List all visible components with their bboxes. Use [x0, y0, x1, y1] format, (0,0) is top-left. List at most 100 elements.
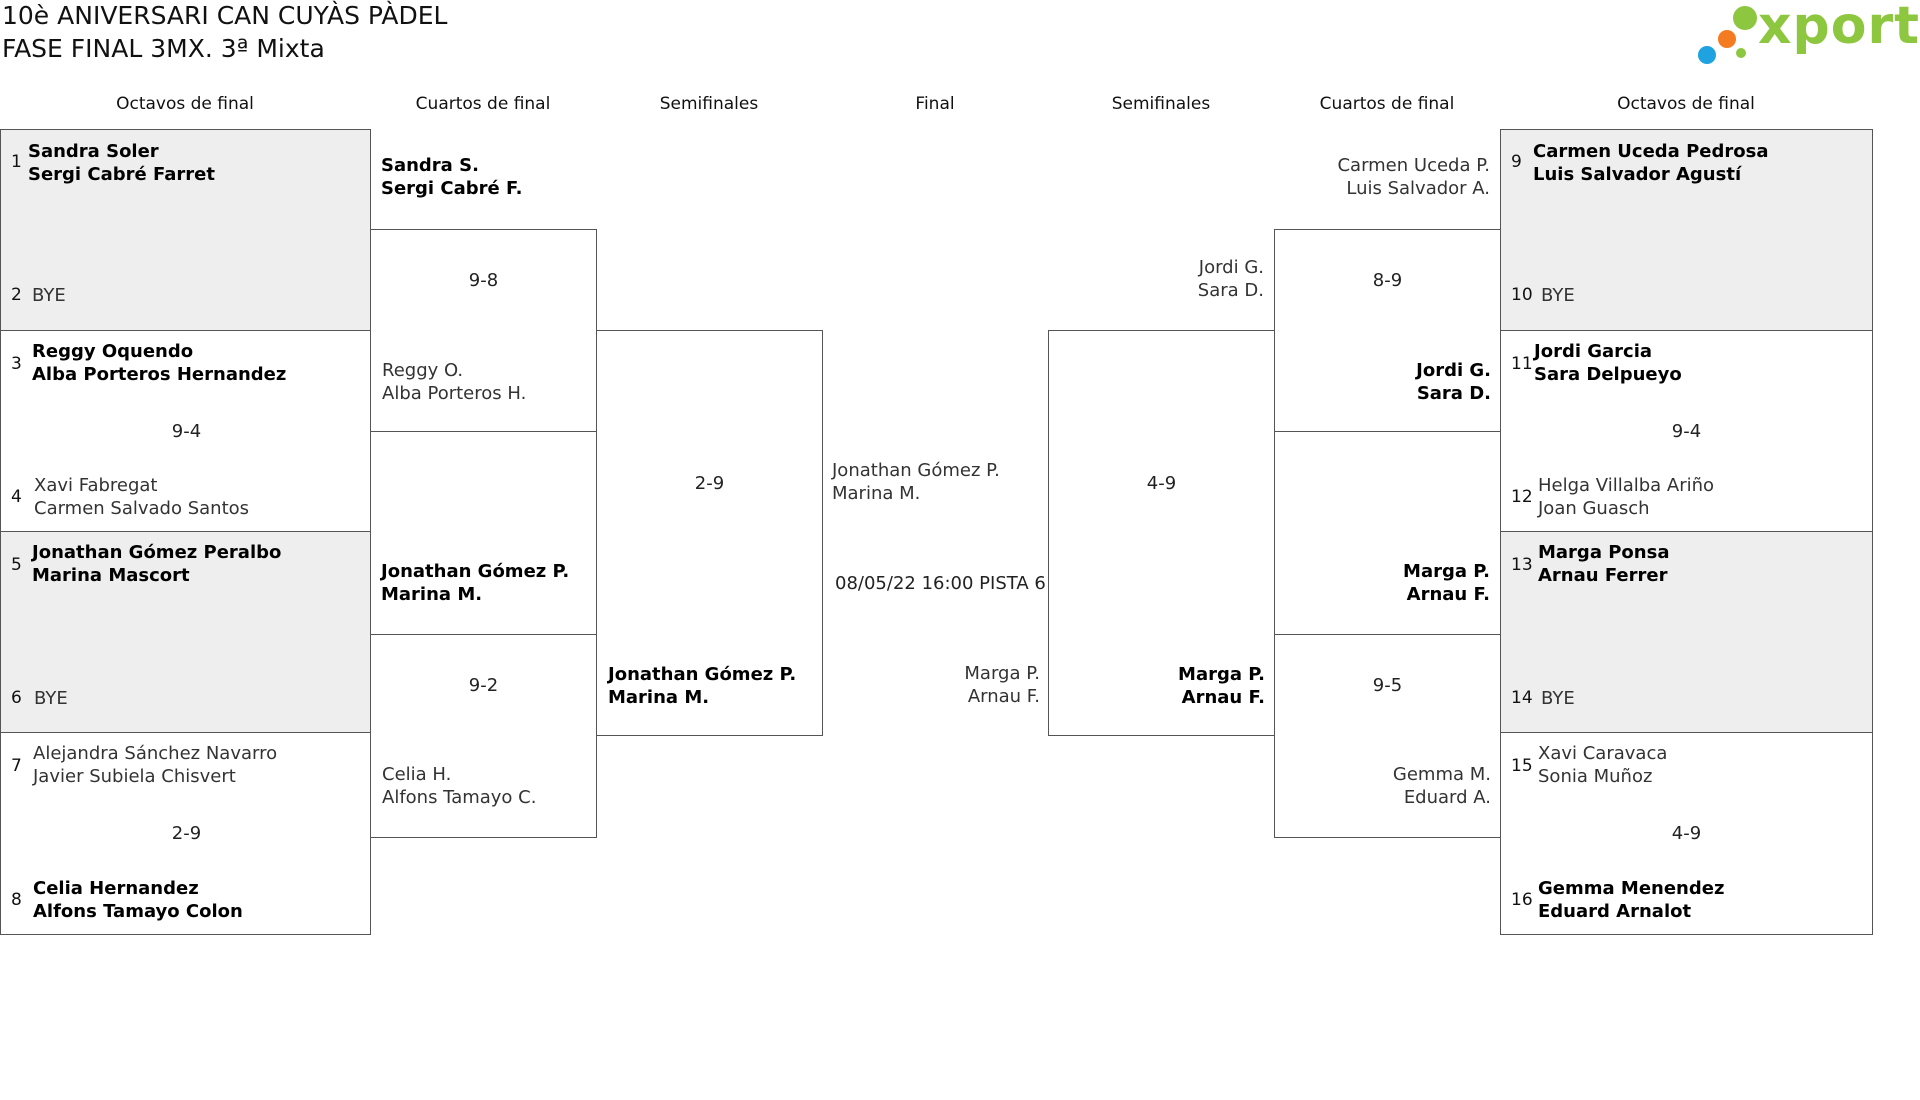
player-name: Marga P.	[1178, 664, 1265, 685]
seed-number: 6	[11, 688, 22, 708]
header-right-sf: Semifinales	[1111, 94, 1211, 114]
team-bottom: Celia H. Alfons Tamayo C.	[382, 763, 536, 809]
player-name: Sandra S.	[381, 155, 479, 176]
bye-label: BYE	[34, 688, 68, 709]
match-score: 4-9	[1671, 823, 1702, 844]
logo-wordmark: xporty	[1758, 0, 1920, 56]
qf-left-match-2: 9-2 Celia H. Alfons Tamayo C.	[370, 634, 597, 838]
tournament-title: 10è ANIVERSARI CAN CUYÀS PÀDEL	[2, 1, 448, 30]
header-final: Final	[915, 94, 955, 114]
player-name: Luis Salvador Agustí	[1533, 164, 1742, 185]
match-score: 9-2	[468, 675, 499, 696]
logo-dot-green-small	[1736, 48, 1746, 58]
team-bottom: Jonathan Gómez P. Marina M.	[608, 663, 796, 709]
team-top: Carmen Uceda Pedrosa Luis Salvador Agust…	[1533, 140, 1768, 186]
qf-left-1-team-top: Sandra S. Sergi Cabré F.	[381, 154, 522, 200]
player-name: Joan Guasch	[1538, 498, 1650, 519]
bye-label: BYE	[1541, 285, 1575, 306]
match-score: 2-9	[694, 473, 725, 494]
player-name: Sergi Cabré Farret	[28, 164, 215, 185]
bye-label: BYE	[1541, 688, 1575, 709]
player-name: Jordi Garcia	[1534, 341, 1653, 362]
sf-right-team-top: Jordi G. Sara D.	[1048, 256, 1264, 302]
r16-right-match-2: 11 Jordi Garcia Sara Delpueyo 9-4 12 Hel…	[1500, 330, 1873, 532]
player-name: Alfons Tamayo C.	[382, 787, 537, 808]
seed-number: 15	[1511, 756, 1533, 776]
team-top: Marga Ponsa Arnau Ferrer	[1538, 541, 1669, 587]
match-score: 9-4	[171, 421, 202, 442]
qf-left-2-team-top: Jonathan Gómez P. Marina M.	[381, 560, 569, 606]
player-name: Arnau F.	[1406, 584, 1490, 605]
player-name: Javier Subiela Chisvert	[33, 766, 236, 787]
bye-label: BYE	[32, 285, 66, 306]
player-name: Eduard A.	[1403, 787, 1491, 808]
player-name: Sara D.	[1197, 280, 1264, 301]
player-name: Marga P.	[964, 663, 1040, 684]
team-bottom: Xavi Fabregat Carmen Salvado Santos	[34, 474, 249, 520]
player-name: Alba Porteros Hernandez	[32, 364, 287, 385]
seed-number: 12	[1511, 487, 1533, 507]
header-right-r16: Octavos de final	[1617, 94, 1755, 114]
player-name: Carmen Salvado Santos	[34, 498, 250, 519]
player-name: Jordi G.	[1198, 257, 1264, 278]
seed-number: 9	[1511, 152, 1522, 172]
player-name: Celia Hernandez	[33, 878, 199, 899]
match-score: 9-5	[1372, 675, 1403, 696]
team-bottom: Jordi G. Sara D.	[1275, 359, 1491, 405]
r16-left-match-3: 5 Jonathan Gómez Peralbo Marina Mascort …	[0, 531, 371, 733]
player-name: Marga Ponsa	[1538, 542, 1670, 563]
player-name: Reggy O.	[382, 360, 464, 381]
match-score: 9-8	[468, 270, 499, 291]
seed-number: 8	[11, 890, 22, 910]
match-score: 4-9	[1146, 473, 1177, 494]
player-name: Jonathan Gómez P.	[832, 460, 1000, 481]
player-name: Gemma Menendez	[1538, 878, 1725, 899]
player-name: Sara D.	[1416, 383, 1491, 404]
qf-right-1-team-top: Carmen Uceda P. Luis Salvador A.	[1274, 154, 1490, 200]
player-name: Jordi G.	[1416, 360, 1491, 381]
seed-number: 13	[1511, 555, 1533, 575]
team-bottom: Gemma M. Eduard A.	[1275, 763, 1491, 809]
player-name: Jonathan Gómez P.	[381, 561, 570, 582]
player-name: Marina M.	[608, 687, 710, 708]
logo-dot-orange	[1718, 30, 1736, 48]
player-name: Sandra Soler	[28, 141, 159, 162]
xporty-logo: xporty	[1698, 0, 1920, 68]
seed-number: 14	[1511, 688, 1533, 708]
player-name: Eduard Arnalot	[1538, 901, 1692, 922]
r16-left-match-1: 1 Sandra Soler Sergi Cabré Farret 2 BYE	[0, 129, 371, 331]
team-bottom: Helga Villalba Ariño Joan Guasch	[1538, 474, 1714, 520]
player-name: Marina M.	[381, 584, 483, 605]
player-name: Celia H.	[382, 764, 452, 785]
seed-number: 5	[11, 555, 22, 575]
seed-number: 4	[11, 487, 22, 507]
player-name: Carmen Uceda Pedrosa	[1533, 141, 1769, 162]
player-name: Jonathan Gómez Peralbo	[32, 542, 282, 563]
team-top: Jonathan Gómez Peralbo Marina Mascort	[32, 541, 281, 587]
header-left-qf: Cuartos de final	[415, 94, 551, 114]
final-schedule: 08/05/22 16:00 PISTA 6	[835, 573, 1046, 594]
r16-left-match-4: 7 Alejandra Sánchez Navarro Javier Subie…	[0, 732, 371, 935]
r16-right-match-3: 13 Marga Ponsa Arnau Ferrer 14 BYE	[1500, 531, 1873, 733]
r16-right-match-4: 15 Xavi Caravaca Sonia Muñoz 4-9 16 Gemm…	[1500, 732, 1873, 935]
sf-right-match: 4-9 Marga P. Arnau F.	[1048, 330, 1275, 736]
player-name: Arnau F.	[1181, 687, 1265, 708]
seed-number: 2	[11, 285, 22, 305]
player-name: Luis Salvador A.	[1346, 178, 1490, 199]
player-name: Xavi Caravaca	[1538, 743, 1668, 764]
seed-number: 7	[11, 756, 22, 776]
player-name: Marina M.	[832, 483, 921, 504]
seed-number: 11	[1511, 354, 1533, 374]
player-name: Sergi Cabré F.	[381, 178, 523, 199]
player-name: Marina Mascort	[32, 565, 190, 586]
player-name: Carmen Uceda P.	[1337, 155, 1490, 176]
player-name: Alfons Tamayo Colon	[33, 901, 243, 922]
logo-dot-blue	[1698, 46, 1716, 64]
tournament-subtitle: FASE FINAL 3MX. 3ª Mixta	[2, 34, 325, 63]
match-score: 8-9	[1372, 270, 1403, 291]
r16-left-match-2: 3 Reggy Oquendo Alba Porteros Hernandez …	[0, 330, 371, 532]
team-top: Jordi Garcia Sara Delpueyo	[1534, 340, 1682, 386]
team-top: Xavi Caravaca Sonia Muñoz	[1538, 742, 1667, 788]
team-bottom: Reggy O. Alba Porteros H.	[382, 359, 526, 405]
player-name: Sonia Muñoz	[1538, 766, 1653, 787]
